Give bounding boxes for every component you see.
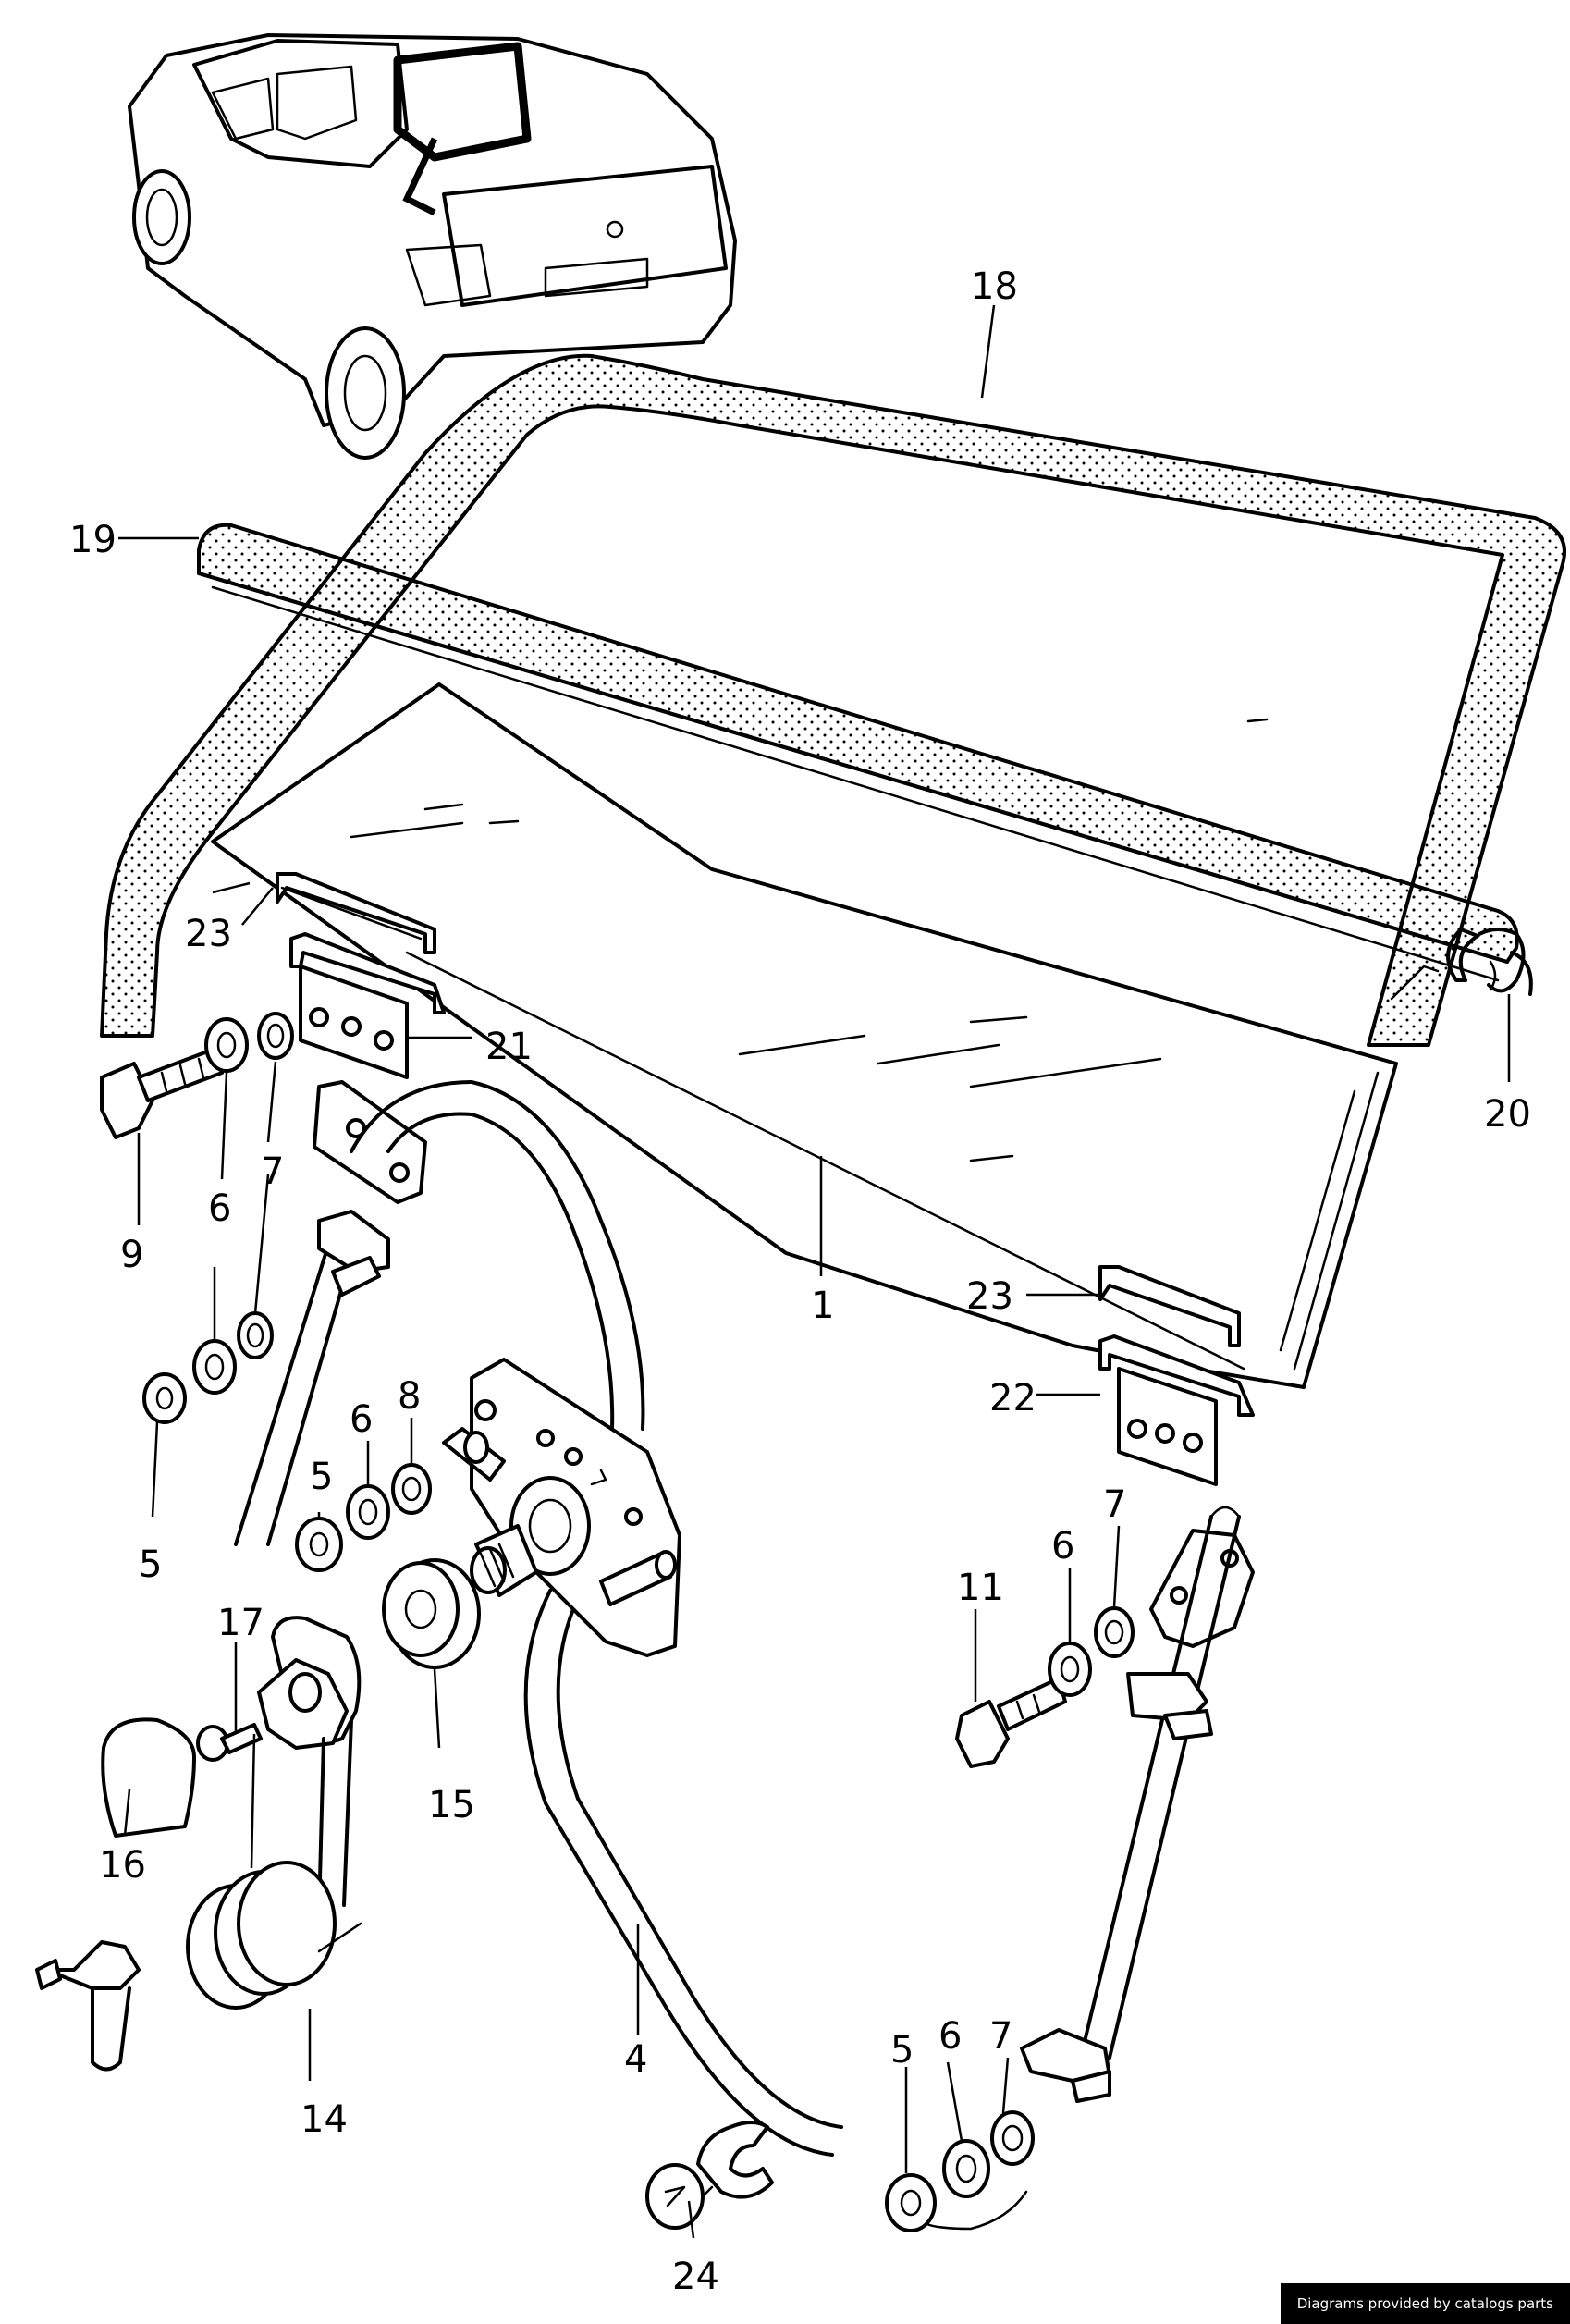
callout-labels: 18 19 20 1 23 21 23 22 9 6 7 5 5 6 8 17 …	[69, 265, 1531, 2298]
regulator-cable-4	[523, 1589, 1028, 2231]
callout-6-right: 6	[1051, 1525, 1074, 1568]
regulator-rail-left	[234, 1080, 645, 1546]
callout-8: 8	[398, 1375, 421, 1418]
callout-24: 24	[672, 2256, 719, 2298]
washer-8	[391, 1463, 432, 1515]
waist-seal-19	[197, 523, 1519, 982]
callout-22: 22	[989, 1377, 1036, 1420]
callout-9: 9	[120, 1234, 143, 1276]
window-seal-18	[100, 353, 1566, 1047]
callout-6-center: 6	[350, 1398, 373, 1441]
diagram-credit-badge: Diagrams provided by catalogs parts	[1280, 2283, 1570, 2324]
callout-23-left: 23	[185, 913, 232, 955]
bolt-9	[100, 1048, 224, 1139]
callout-4: 4	[624, 2038, 647, 2081]
glass-guide-23-right	[1098, 1265, 1241, 1347]
callout-6-lower: 6	[938, 2015, 962, 2058]
lock-washer-6-left	[192, 1339, 237, 1395]
callout-7-lower: 7	[989, 2015, 1012, 2058]
washer-7-upper	[257, 1012, 294, 1060]
nut-5-left	[142, 1372, 187, 1424]
callout-17: 17	[217, 1602, 264, 1644]
seal-end-clip-20	[1478, 928, 1533, 996]
regulator-rail-right	[1020, 1506, 1255, 2103]
bolt-11	[955, 1677, 1067, 1768]
window-glass-1	[211, 682, 1440, 1389]
washer-7-right	[1094, 1606, 1135, 1658]
callout-19: 19	[69, 519, 117, 561]
callout-5-center: 5	[310, 1456, 333, 1498]
nut-5-center	[295, 1517, 343, 1572]
lock-washer-6-right	[1048, 1642, 1092, 1697]
callout-6-upper: 6	[208, 1187, 231, 1230]
glass-bracket-21	[289, 932, 446, 1079]
screw-17	[196, 1723, 263, 1762]
callout-11: 11	[957, 1567, 1004, 1609]
lock-washer-6-upper	[204, 1017, 249, 1073]
cable-clip-24	[645, 2121, 774, 2230]
glass-guide-23-left	[276, 872, 436, 954]
nut-5-lower	[885, 2173, 937, 2232]
callout-5-lower: 5	[890, 2029, 914, 2072]
callout-23-right: 23	[966, 1275, 1013, 1318]
lock-washer-6-lower	[942, 2139, 990, 2198]
washer-7-lower	[990, 2110, 1035, 2166]
callout-14: 14	[301, 2098, 348, 2141]
lock-washer-6-center	[346, 1484, 390, 1540]
callout-7-right: 7	[1103, 1483, 1126, 1526]
cable-clip-lower-left	[35, 1940, 141, 2072]
callout-16: 16	[99, 1844, 146, 1887]
glass-bracket-22	[1098, 1334, 1255, 1486]
washer-7-left	[237, 1311, 274, 1359]
callout-18: 18	[971, 265, 1018, 308]
handle-cap-16	[101, 1717, 196, 1838]
callout-1: 1	[811, 1285, 834, 1327]
callout-20: 20	[1484, 1093, 1531, 1136]
callout-15: 15	[428, 1784, 475, 1826]
regulator-motor-plate	[442, 1358, 681, 1657]
callout-21: 21	[485, 1026, 533, 1068]
vehicle-location-illustration	[128, 33, 737, 460]
spacer-ring-15	[382, 1558, 481, 1669]
callout-leaders	[118, 304, 1511, 2239]
callout-5-left: 5	[139, 1543, 162, 1586]
callout-7-upper: 7	[261, 1150, 284, 1193]
crank-handle-base-14	[186, 1616, 362, 2010]
